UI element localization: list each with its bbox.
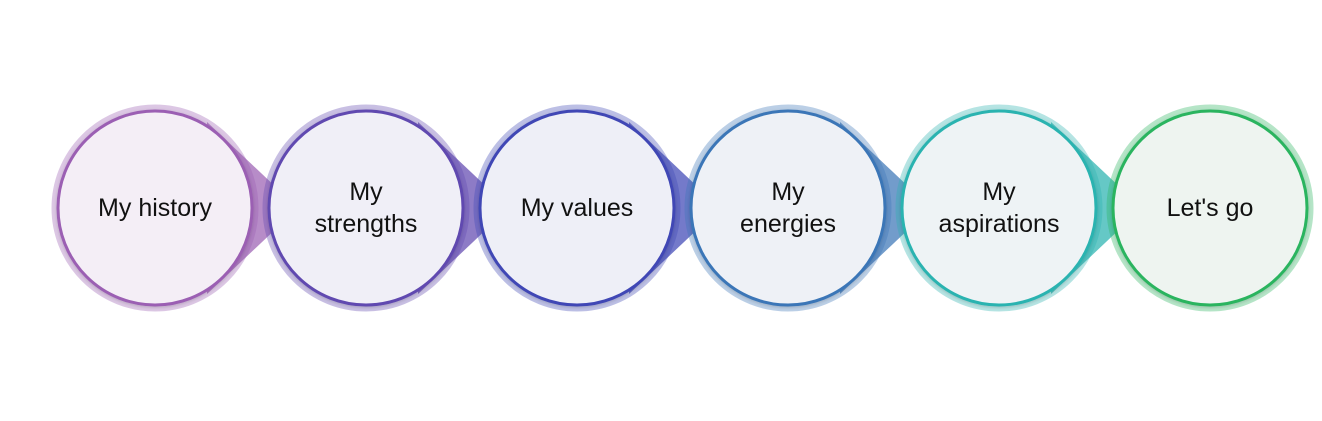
step-circle <box>1111 109 1309 307</box>
step-circle-halo <box>684 104 892 312</box>
step-circle <box>900 109 1098 307</box>
step-circle-halo <box>262 104 470 312</box>
step-circle-halo <box>51 104 259 312</box>
step-label: My history <box>70 168 240 248</box>
step-label: Let's go <box>1125 168 1295 248</box>
step-label-line: My <box>771 178 805 206</box>
step-circle-halo <box>473 104 681 312</box>
step-label-line: energies <box>740 210 836 238</box>
step-label-line: strengths <box>314 210 418 238</box>
step-circle-halo <box>1106 104 1314 312</box>
step-label: My strengths <box>281 168 451 248</box>
step-circle-halo <box>895 104 1103 312</box>
step-label-line: Let's go <box>1166 194 1254 222</box>
step-label-line: My history <box>98 194 212 222</box>
step-circle <box>689 109 887 307</box>
step-label-line: My values <box>520 194 634 222</box>
step-label: My aspirations <box>914 168 1084 248</box>
step-circle <box>267 109 465 307</box>
step-circle <box>478 109 676 307</box>
step-label-line: My <box>349 178 383 206</box>
step-label-line: My <box>982 178 1016 206</box>
step-label: My values <box>492 168 662 248</box>
step-circle <box>56 109 254 307</box>
step-label: My energies <box>703 168 873 248</box>
step-label-line: aspirations <box>938 210 1060 238</box>
